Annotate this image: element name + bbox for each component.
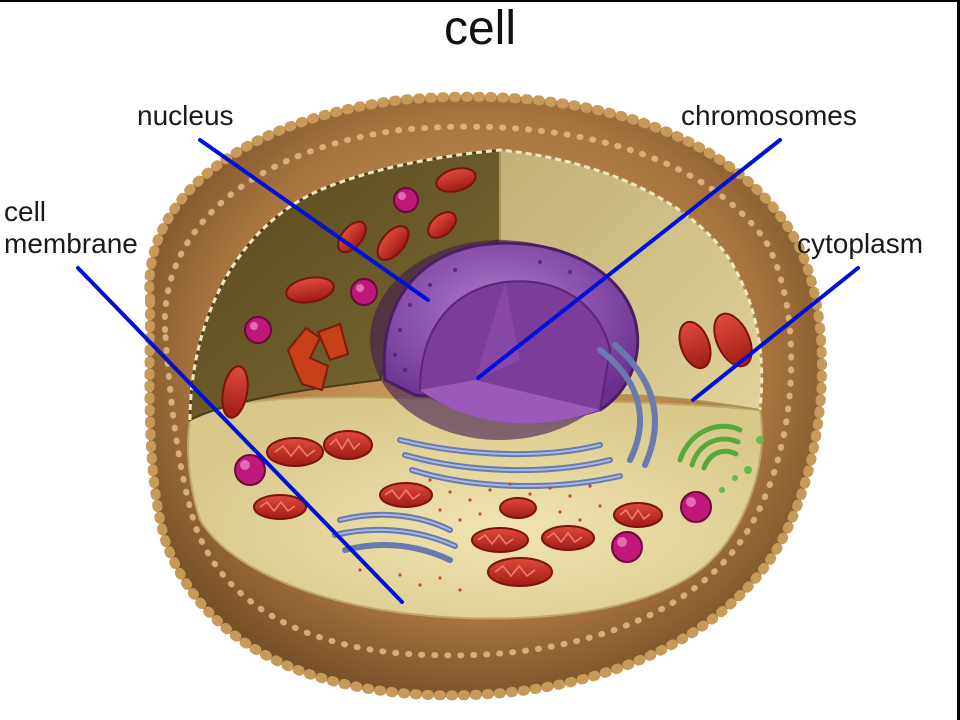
diagram-title: cell [443,2,517,55]
nucleus [370,240,640,440]
leader-line-cytoplasm [691,266,860,402]
leader-line-nucleus [198,138,430,302]
label-cell-membrane-line1: cell [4,196,47,227]
leader-lines [76,138,860,604]
frame-right-border [957,0,960,720]
centriole [286,322,350,392]
label-cell-membrane-line2: membrane [4,228,138,259]
label-cytoplasm: cytoplasm [797,228,924,259]
label-nucleus: nucleus [137,100,234,131]
leader-line-chromosomes [476,138,782,380]
leader-line-cell-membrane [76,266,404,604]
label-chromosomes: chromosomes [681,100,857,131]
frame-top-border [0,0,960,2]
golgi-apparatus [677,423,743,471]
membrane-inner-edge [188,148,764,421]
